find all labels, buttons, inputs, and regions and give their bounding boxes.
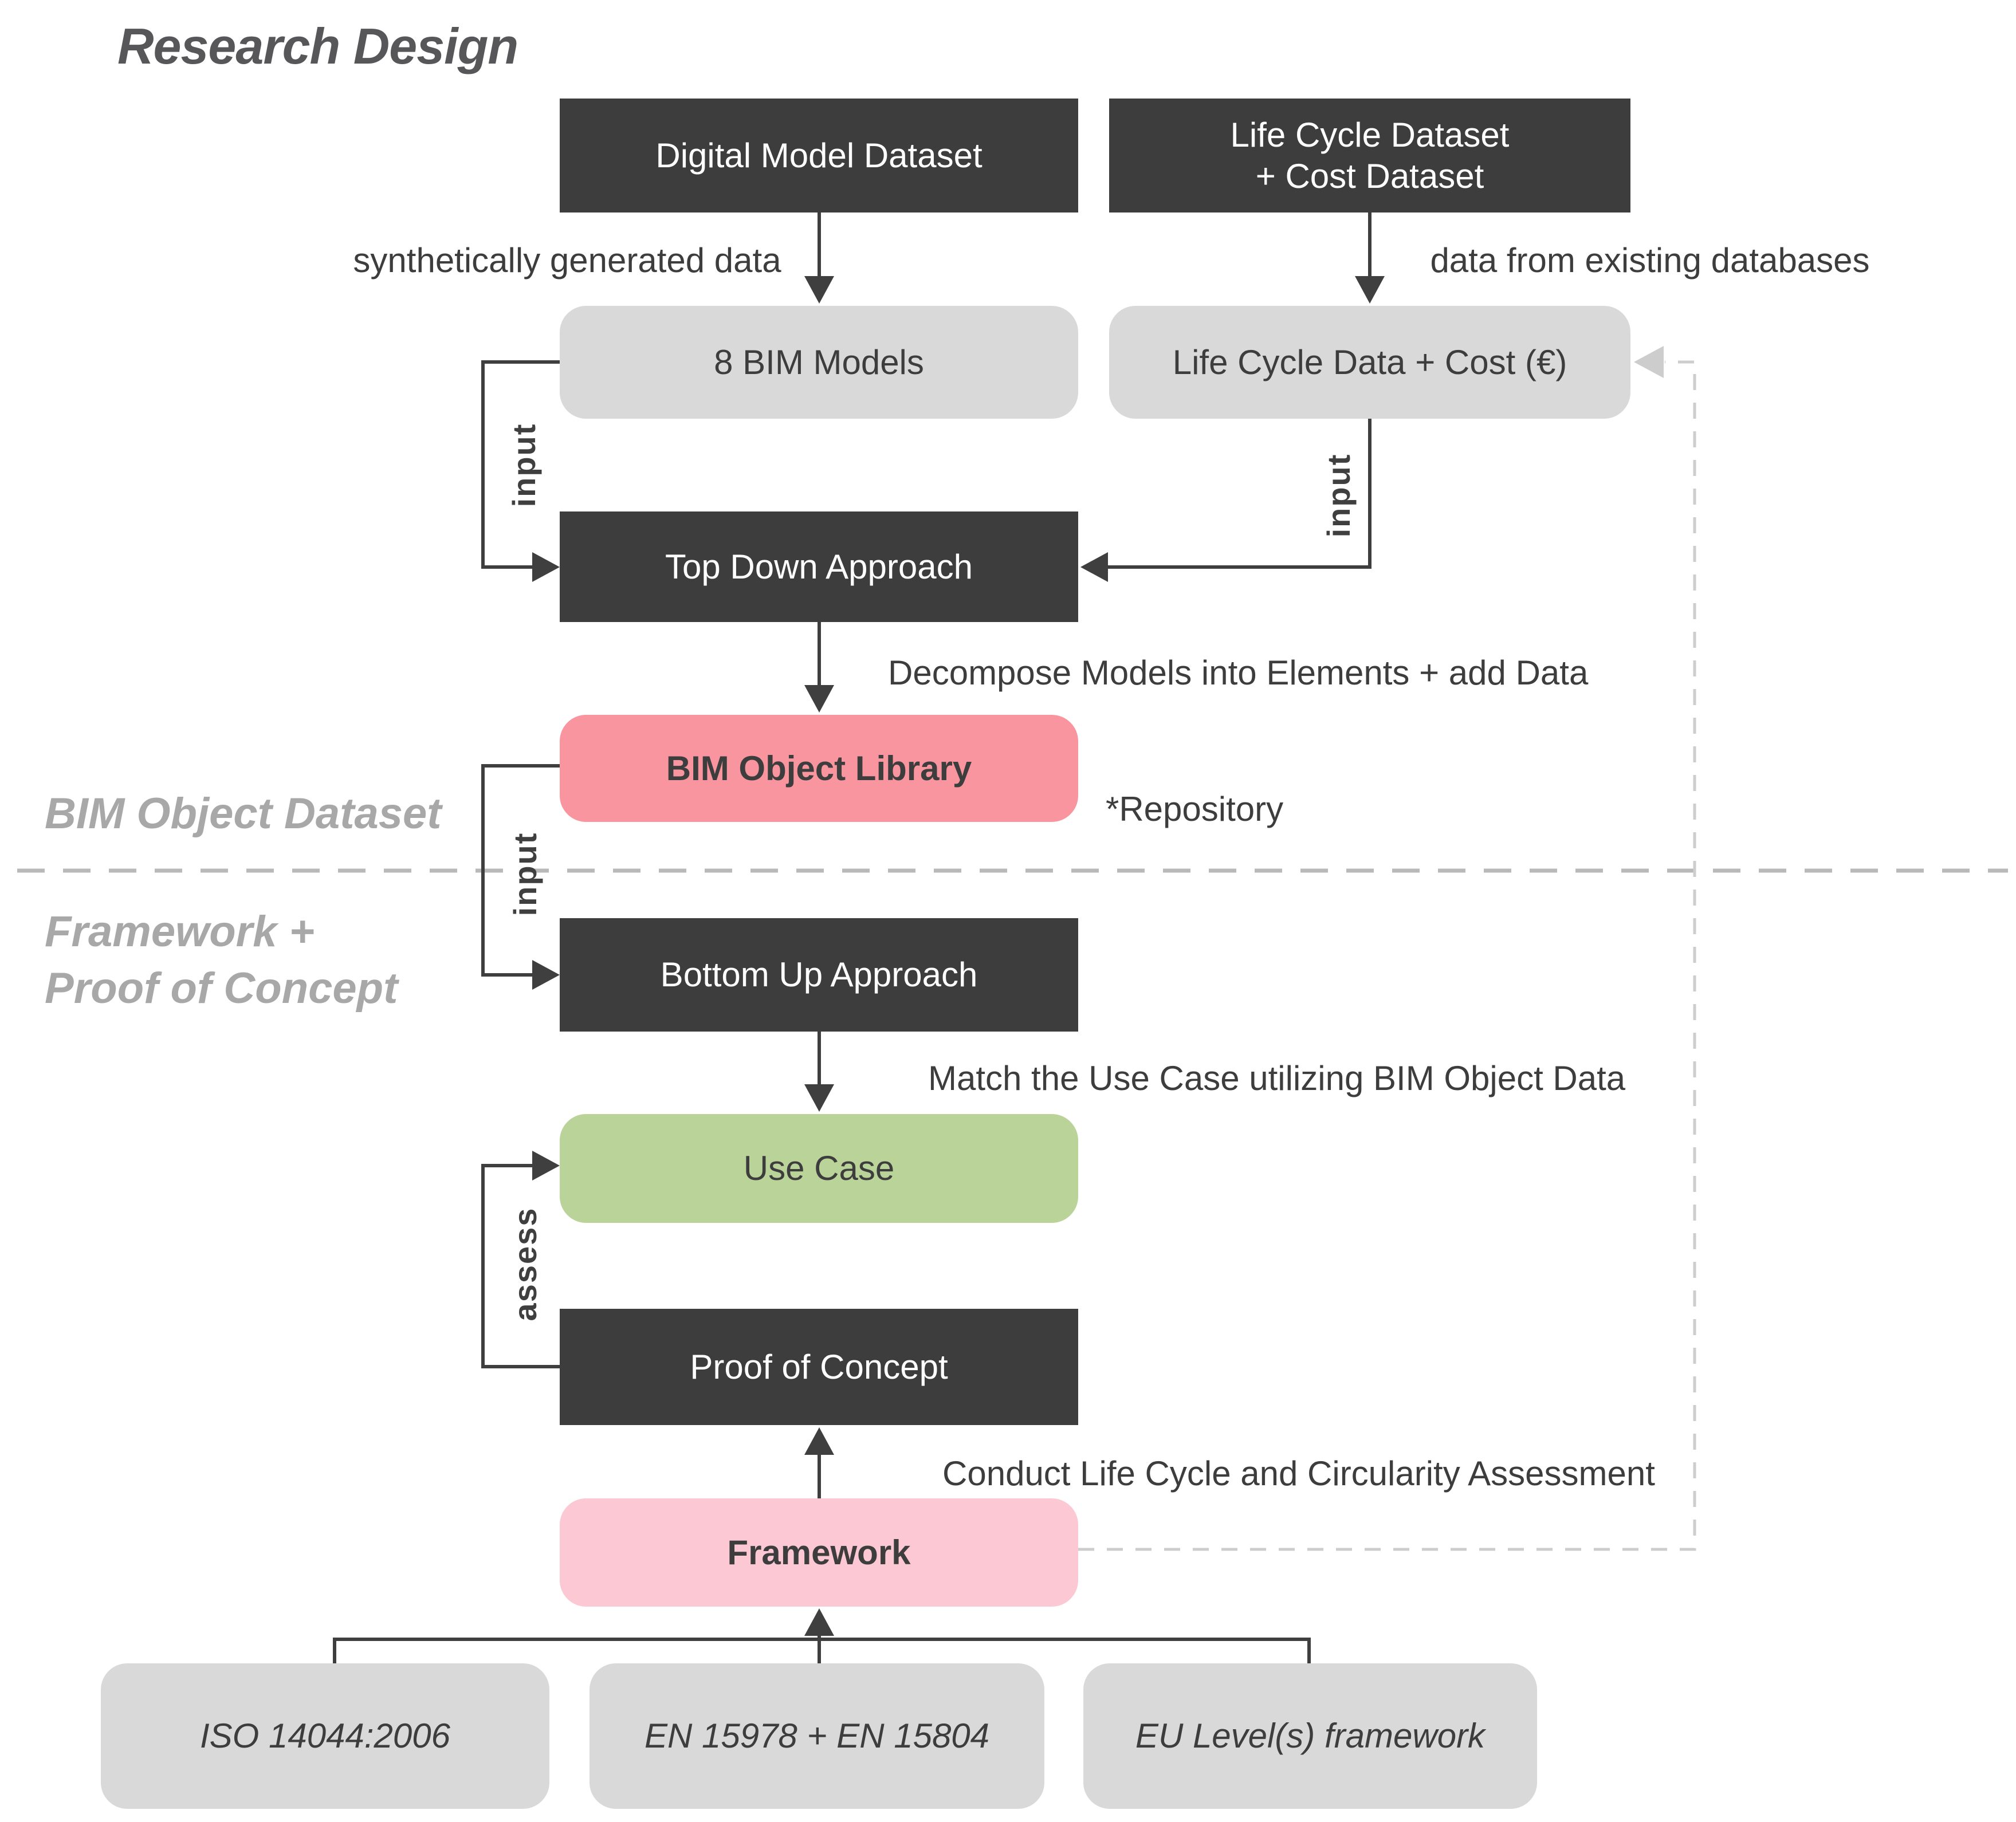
node-label: EU Level(s) framework bbox=[1135, 1717, 1486, 1755]
node-label: 8 BIM Models bbox=[714, 343, 924, 381]
arrowhead bbox=[804, 276, 834, 304]
arrowhead bbox=[532, 960, 560, 990]
node-use-case: Use Case bbox=[560, 1114, 1078, 1223]
node-bim-object-library: BIM Object Library bbox=[560, 715, 1078, 822]
arrowhead bbox=[804, 1427, 834, 1455]
node-8-bim-models: 8 BIM Models bbox=[560, 306, 1078, 419]
input-connector-lifecycle-data bbox=[1108, 419, 1371, 569]
section-line1: Framework + bbox=[45, 907, 315, 956]
node-label: Use Case bbox=[743, 1149, 895, 1187]
node-label: EN 15978 + EN 15804 bbox=[644, 1717, 990, 1755]
node-label: Digital Model Dataset bbox=[655, 136, 983, 175]
node-label-line2: + Cost Dataset bbox=[1255, 156, 1484, 195]
label-input-library: input bbox=[507, 832, 543, 916]
label-repository: *Repository bbox=[1106, 790, 1284, 828]
node-standard-iso: ISO 14044:2006 bbox=[101, 1663, 549, 1809]
arrowhead bbox=[532, 552, 560, 582]
section-label-framework-poc: Framework + Proof of Concept bbox=[45, 904, 398, 1017]
label-conduct-assessment: Conduct Life Cycle and Circularity Asses… bbox=[942, 1454, 1655, 1493]
label-assess: assess bbox=[507, 1207, 543, 1321]
label-match-use-case: Match the Use Case utilizing BIM Object … bbox=[928, 1059, 1626, 1097]
arrowhead bbox=[1080, 552, 1108, 582]
node-label-line1: Life Cycle Dataset bbox=[1230, 115, 1510, 154]
section-label-bim-object-dataset: BIM Object Dataset bbox=[45, 789, 442, 838]
node-label: BIM Object Library bbox=[666, 749, 972, 788]
arrowhead bbox=[532, 1151, 560, 1180]
section-line2: Proof of Concept bbox=[45, 963, 398, 1013]
node-digital-model-dataset: Digital Model Dataset bbox=[560, 99, 1078, 212]
node-label: Proof of Concept bbox=[690, 1347, 948, 1386]
label-synthetic-data: synthetically generated data bbox=[353, 241, 781, 280]
arrowhead bbox=[804, 685, 834, 713]
arrowhead bbox=[804, 1608, 834, 1636]
node-label: Framework bbox=[727, 1533, 911, 1572]
input-connector-bim-models bbox=[481, 360, 560, 569]
arrowhead bbox=[804, 1084, 834, 1112]
label-existing-databases: data from existing databases bbox=[1430, 241, 1870, 280]
label-input-left: input bbox=[506, 423, 542, 507]
feedback-dashed-connector bbox=[1078, 360, 1696, 1551]
node-label: Top Down Approach bbox=[665, 547, 973, 586]
arrowhead bbox=[1355, 276, 1385, 304]
node-framework: Framework bbox=[560, 1498, 1078, 1607]
label-decompose: Decompose Models into Elements + add Dat… bbox=[888, 654, 1589, 692]
standards-bracket bbox=[333, 1638, 1311, 1664]
node-label: Life Cycle Data + Cost (€) bbox=[1172, 343, 1567, 381]
feedback-arrowhead bbox=[1634, 346, 1664, 378]
node-standard-en: EN 15978 + EN 15804 bbox=[590, 1663, 1044, 1809]
node-top-down-approach: Top Down Approach bbox=[560, 511, 1078, 622]
node-label: Bottom Up Approach bbox=[660, 955, 978, 994]
assess-connector bbox=[481, 1164, 560, 1368]
node-standard-eu: EU Level(s) framework bbox=[1083, 1663, 1537, 1809]
page-title: Research Design bbox=[117, 18, 518, 74]
node-life-cycle-cost-dataset: Life Cycle Dataset + Cost Dataset bbox=[1109, 99, 1630, 212]
label-input-right: input bbox=[1321, 453, 1357, 538]
node-proof-of-concept: Proof of Concept bbox=[560, 1309, 1078, 1425]
node-life-cycle-data-cost: Life Cycle Data + Cost (€) bbox=[1109, 306, 1630, 419]
input-connector-library bbox=[481, 764, 560, 977]
node-label: ISO 14044:2006 bbox=[199, 1717, 451, 1755]
node-bottom-up-approach: Bottom Up Approach bbox=[560, 918, 1078, 1032]
